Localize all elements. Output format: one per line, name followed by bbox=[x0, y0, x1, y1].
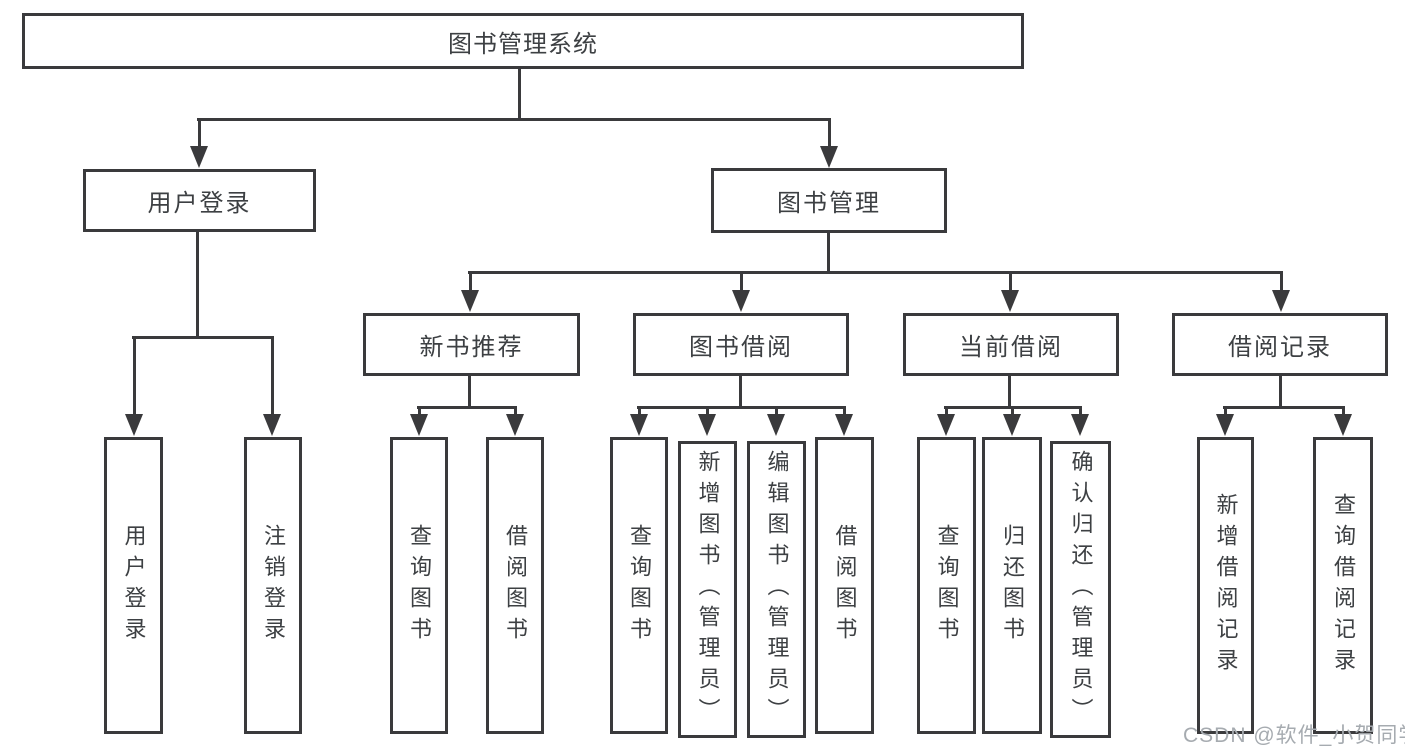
arrow-down-icon bbox=[732, 290, 750, 312]
node-label-book-mgmt: 图书管理 bbox=[777, 190, 881, 217]
node-label-leaf-nb-query: 查询图书 bbox=[407, 523, 432, 648]
arrow-down-icon bbox=[630, 414, 648, 436]
node-label-leaf-br-add: 新增借阅记录 bbox=[1213, 492, 1239, 679]
arrow-down-icon bbox=[698, 414, 716, 436]
arrow-shaft bbox=[1008, 274, 1012, 292]
arrow-shaft bbox=[1010, 409, 1014, 416]
node-leaf-bb-add: 新增图书（管理员） bbox=[678, 441, 737, 738]
node-new-book-rec: 新书推荐 bbox=[363, 313, 580, 376]
arrow-down-icon bbox=[461, 290, 479, 312]
node-leaf-bb-query: 查询图书 bbox=[610, 437, 668, 734]
node-current-borrow: 当前借阅 bbox=[903, 313, 1119, 376]
connector-line bbox=[739, 376, 742, 409]
arrow-down-icon bbox=[1216, 414, 1234, 436]
node-label-user-login: 用户登录 bbox=[147, 190, 252, 217]
connector-line bbox=[1223, 406, 1345, 409]
arrow-shaft bbox=[1078, 409, 1082, 416]
node-leaf-cb-return: 归还图书 bbox=[982, 437, 1042, 734]
node-leaf-nb-query: 查询图书 bbox=[390, 437, 448, 734]
arrow-shaft bbox=[774, 409, 778, 416]
node-label-root: 图书管理系统 bbox=[448, 30, 598, 58]
connector-line bbox=[518, 69, 521, 118]
node-label-leaf-cb-query: 查询图书 bbox=[934, 523, 960, 648]
connector-line bbox=[197, 118, 831, 121]
arrow-shaft bbox=[705, 409, 709, 416]
arrow-shaft bbox=[1223, 409, 1227, 416]
node-label-leaf-user-login: 用户登录 bbox=[121, 523, 147, 648]
node-leaf-bb-edit: 编辑图书（管理员） bbox=[747, 441, 806, 738]
node-leaf-cb-confirm: 确认归还（管理员） bbox=[1050, 441, 1111, 738]
node-leaf-nb-borrow: 借阅图书 bbox=[486, 437, 544, 734]
node-book-mgmt: 图书管理 bbox=[711, 168, 947, 233]
connector-line bbox=[196, 232, 199, 339]
node-label-leaf-cb-confirm: 确认归还（管理员） bbox=[1068, 450, 1094, 729]
arrow-shaft bbox=[417, 409, 421, 416]
node-leaf-bb-borrow: 借阅图书 bbox=[815, 437, 874, 734]
connector-line bbox=[468, 376, 471, 409]
connector-line bbox=[417, 406, 517, 409]
arrow-shaft bbox=[1279, 274, 1283, 292]
arrow-shaft bbox=[270, 339, 274, 416]
arrow-down-icon bbox=[835, 414, 853, 436]
node-label-leaf-bb-add: 新增图书（管理员） bbox=[695, 450, 721, 729]
connector-line bbox=[1008, 376, 1011, 409]
connector-line bbox=[468, 271, 1283, 274]
arrow-down-icon bbox=[1003, 414, 1021, 436]
connector-line bbox=[132, 336, 274, 339]
arrow-shaft bbox=[842, 409, 846, 416]
arrow-down-icon bbox=[263, 414, 281, 436]
arrow-shaft bbox=[944, 409, 948, 416]
arrow-down-icon bbox=[190, 146, 208, 168]
arrow-shaft bbox=[1341, 409, 1345, 416]
arrow-shaft bbox=[132, 339, 136, 416]
arrow-shaft bbox=[827, 121, 831, 148]
node-label-leaf-bb-query: 查询图书 bbox=[627, 523, 652, 648]
node-label-leaf-logout: 注销登录 bbox=[261, 523, 286, 648]
node-label-leaf-br-query: 查询借阅记录 bbox=[1331, 492, 1356, 679]
node-label-leaf-cb-return: 归还图书 bbox=[1000, 523, 1025, 648]
arrow-down-icon bbox=[410, 414, 428, 436]
arrow-down-icon bbox=[937, 414, 955, 436]
arrow-down-icon bbox=[1334, 414, 1352, 436]
node-leaf-cb-query: 查询图书 bbox=[917, 437, 976, 734]
node-leaf-user-login: 用户登录 bbox=[104, 437, 163, 734]
csdn-watermark: CSDN @软件_小贺同学 bbox=[1183, 724, 1405, 747]
node-leaf-logout: 注销登录 bbox=[244, 437, 302, 734]
node-label-new-book-rec: 新书推荐 bbox=[419, 334, 524, 361]
arrow-down-icon bbox=[1001, 290, 1019, 312]
node-root: 图书管理系统 bbox=[22, 13, 1024, 69]
arrow-shaft bbox=[637, 409, 641, 416]
arrow-down-icon bbox=[1071, 414, 1089, 436]
arrow-shaft bbox=[739, 274, 743, 292]
node-label-leaf-bb-borrow: 借阅图书 bbox=[832, 523, 858, 648]
node-label-borrow-records: 借阅记录 bbox=[1228, 334, 1332, 361]
node-label-book-borrow: 图书借阅 bbox=[689, 334, 793, 361]
arrow-shaft bbox=[468, 274, 472, 292]
connector-line bbox=[827, 233, 830, 274]
node-label-leaf-bb-edit: 编辑图书（管理员） bbox=[764, 450, 790, 729]
connector-line bbox=[637, 406, 846, 409]
arrow-down-icon bbox=[506, 414, 524, 436]
node-borrow-records: 借阅记录 bbox=[1172, 313, 1388, 376]
arrow-shaft bbox=[197, 121, 201, 148]
arrow-down-icon bbox=[1272, 290, 1290, 312]
node-leaf-br-add: 新增借阅记录 bbox=[1197, 437, 1254, 734]
arrow-down-icon bbox=[125, 414, 143, 436]
node-leaf-br-query: 查询借阅记录 bbox=[1313, 437, 1373, 734]
arrow-down-icon bbox=[767, 414, 785, 436]
node-book-borrow: 图书借阅 bbox=[633, 313, 849, 376]
connector-line bbox=[944, 406, 1082, 409]
node-label-current-borrow: 当前借阅 bbox=[959, 334, 1063, 361]
arrow-down-icon bbox=[820, 146, 838, 168]
node-label-leaf-nb-borrow: 借阅图书 bbox=[503, 523, 528, 648]
node-user-login: 用户登录 bbox=[83, 169, 316, 232]
arrow-shaft bbox=[513, 409, 517, 416]
connector-line bbox=[1279, 376, 1282, 409]
